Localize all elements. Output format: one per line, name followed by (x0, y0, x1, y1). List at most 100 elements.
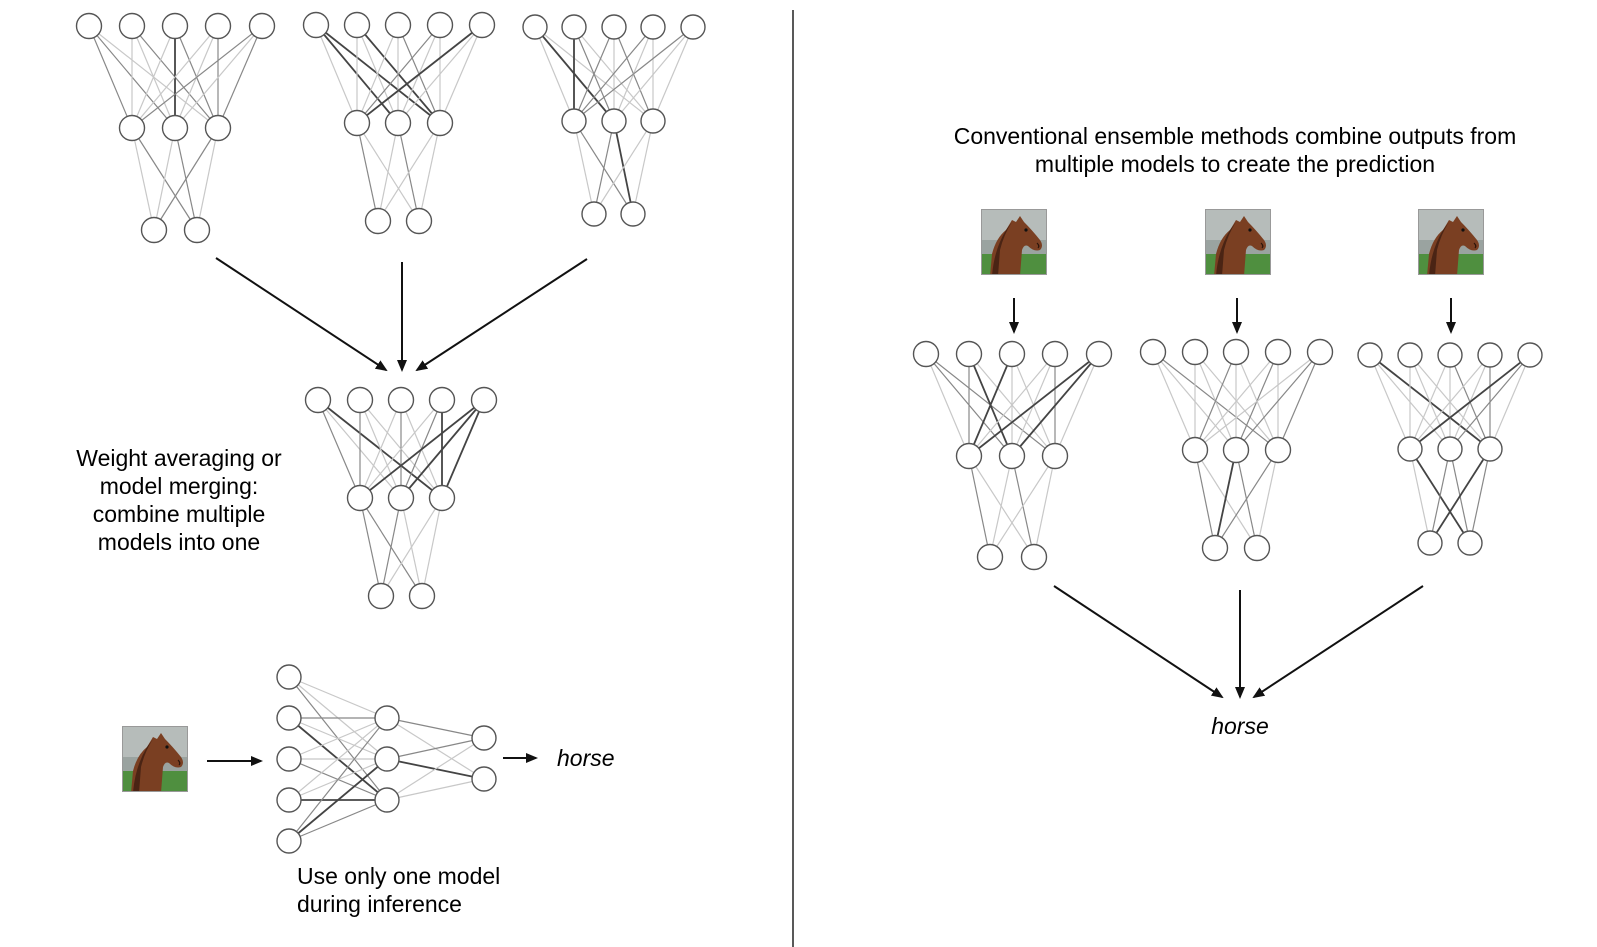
ensemble-description-label: Conventional ensemble methods combine ou… (900, 122, 1570, 178)
network-node (581, 201, 607, 227)
network-node (161, 12, 189, 40)
network-node (387, 386, 415, 414)
network-edge (317, 399, 361, 499)
network-edge (131, 127, 155, 231)
network-node (374, 787, 400, 813)
network-node (405, 207, 433, 235)
network-node (276, 828, 302, 854)
network-edge (1194, 351, 1321, 451)
network-node (1181, 338, 1209, 366)
network-edge (1152, 351, 1196, 451)
network-edge (386, 737, 485, 760)
network-edge (441, 399, 485, 499)
merge-label-line: combine multiple (92, 501, 266, 527)
network-edge (968, 353, 1100, 457)
network-node (1243, 534, 1271, 562)
network-edge (288, 717, 388, 760)
network-edge (153, 127, 219, 231)
single-model-label-line: Use only one model (297, 863, 501, 889)
network-node (601, 14, 627, 40)
network-node (1222, 338, 1250, 366)
network-node (1517, 342, 1543, 368)
network-edge (356, 24, 441, 124)
network-edge (1409, 354, 1531, 450)
network-node (561, 108, 587, 134)
network-edge (1194, 351, 1237, 451)
network-node (118, 12, 146, 40)
network-edge (397, 24, 483, 124)
network-edge (418, 122, 441, 222)
network-edge (652, 26, 694, 122)
network-edge (377, 122, 399, 222)
network-node (204, 114, 232, 142)
network-node (276, 746, 302, 772)
network-node (248, 12, 276, 40)
network-node (1357, 342, 1383, 368)
network-node (680, 14, 706, 40)
network-edge (1409, 354, 1451, 450)
network-edge (613, 26, 694, 122)
network-edge (421, 497, 443, 597)
network-node (183, 216, 211, 244)
network-edge (1469, 448, 1491, 544)
network-edge (386, 778, 485, 801)
network-node (1397, 436, 1423, 462)
network-edge (1429, 448, 1491, 544)
network-node (976, 543, 1004, 571)
network-node (140, 216, 168, 244)
network-edge (380, 497, 443, 597)
network-node (276, 664, 302, 690)
single-model-label: Use only one model during inference (297, 862, 500, 918)
network-edge (88, 25, 133, 129)
merge-description-label: Weight averaging or model merging: combi… (48, 444, 310, 556)
network-edge (153, 127, 176, 231)
network-edge (359, 399, 402, 499)
network-node (998, 442, 1026, 470)
network-node (561, 14, 587, 40)
network-edge (386, 717, 485, 739)
network-node (1437, 342, 1463, 368)
network-edge (356, 122, 379, 222)
network-edge (1256, 449, 1279, 549)
network-node (374, 705, 400, 731)
network-edge (1194, 449, 1216, 549)
arrow-icon (1053, 585, 1224, 699)
network-node (1181, 436, 1209, 464)
network-edge (359, 399, 485, 499)
network-node (1201, 534, 1229, 562)
horse-photo-icon (1419, 210, 1483, 274)
network-node (408, 582, 436, 610)
network-edge (131, 25, 219, 129)
network-edge (288, 717, 388, 801)
network-edge (377, 122, 441, 222)
network-edge (288, 799, 388, 842)
network-node (343, 109, 371, 137)
network-edge (925, 353, 970, 457)
network-edge (315, 24, 358, 124)
network-edge (1489, 354, 1531, 450)
network-node (1437, 436, 1463, 462)
network-edge (1369, 354, 1411, 450)
network-node (426, 109, 454, 137)
network-node (1139, 338, 1167, 366)
network-edge (386, 737, 485, 801)
network-node (620, 201, 646, 227)
network-edge (1277, 351, 1321, 451)
network-node (1457, 530, 1483, 556)
network-edge (288, 717, 388, 842)
network-node (1222, 436, 1250, 464)
arrow-icon (415, 258, 588, 372)
horse-photo-icon (981, 209, 1047, 275)
network-edge (593, 120, 654, 215)
network-node (1417, 530, 1443, 556)
horse-photo-icon (982, 210, 1046, 274)
network-node (1477, 342, 1503, 368)
network-edge (196, 127, 219, 231)
network-edge (131, 25, 263, 129)
network-node (426, 11, 454, 39)
merge-label-line: Weight averaging or (76, 445, 282, 471)
network-node (1085, 340, 1113, 368)
arrow-icon (215, 257, 388, 372)
network-edge (1449, 354, 1531, 450)
